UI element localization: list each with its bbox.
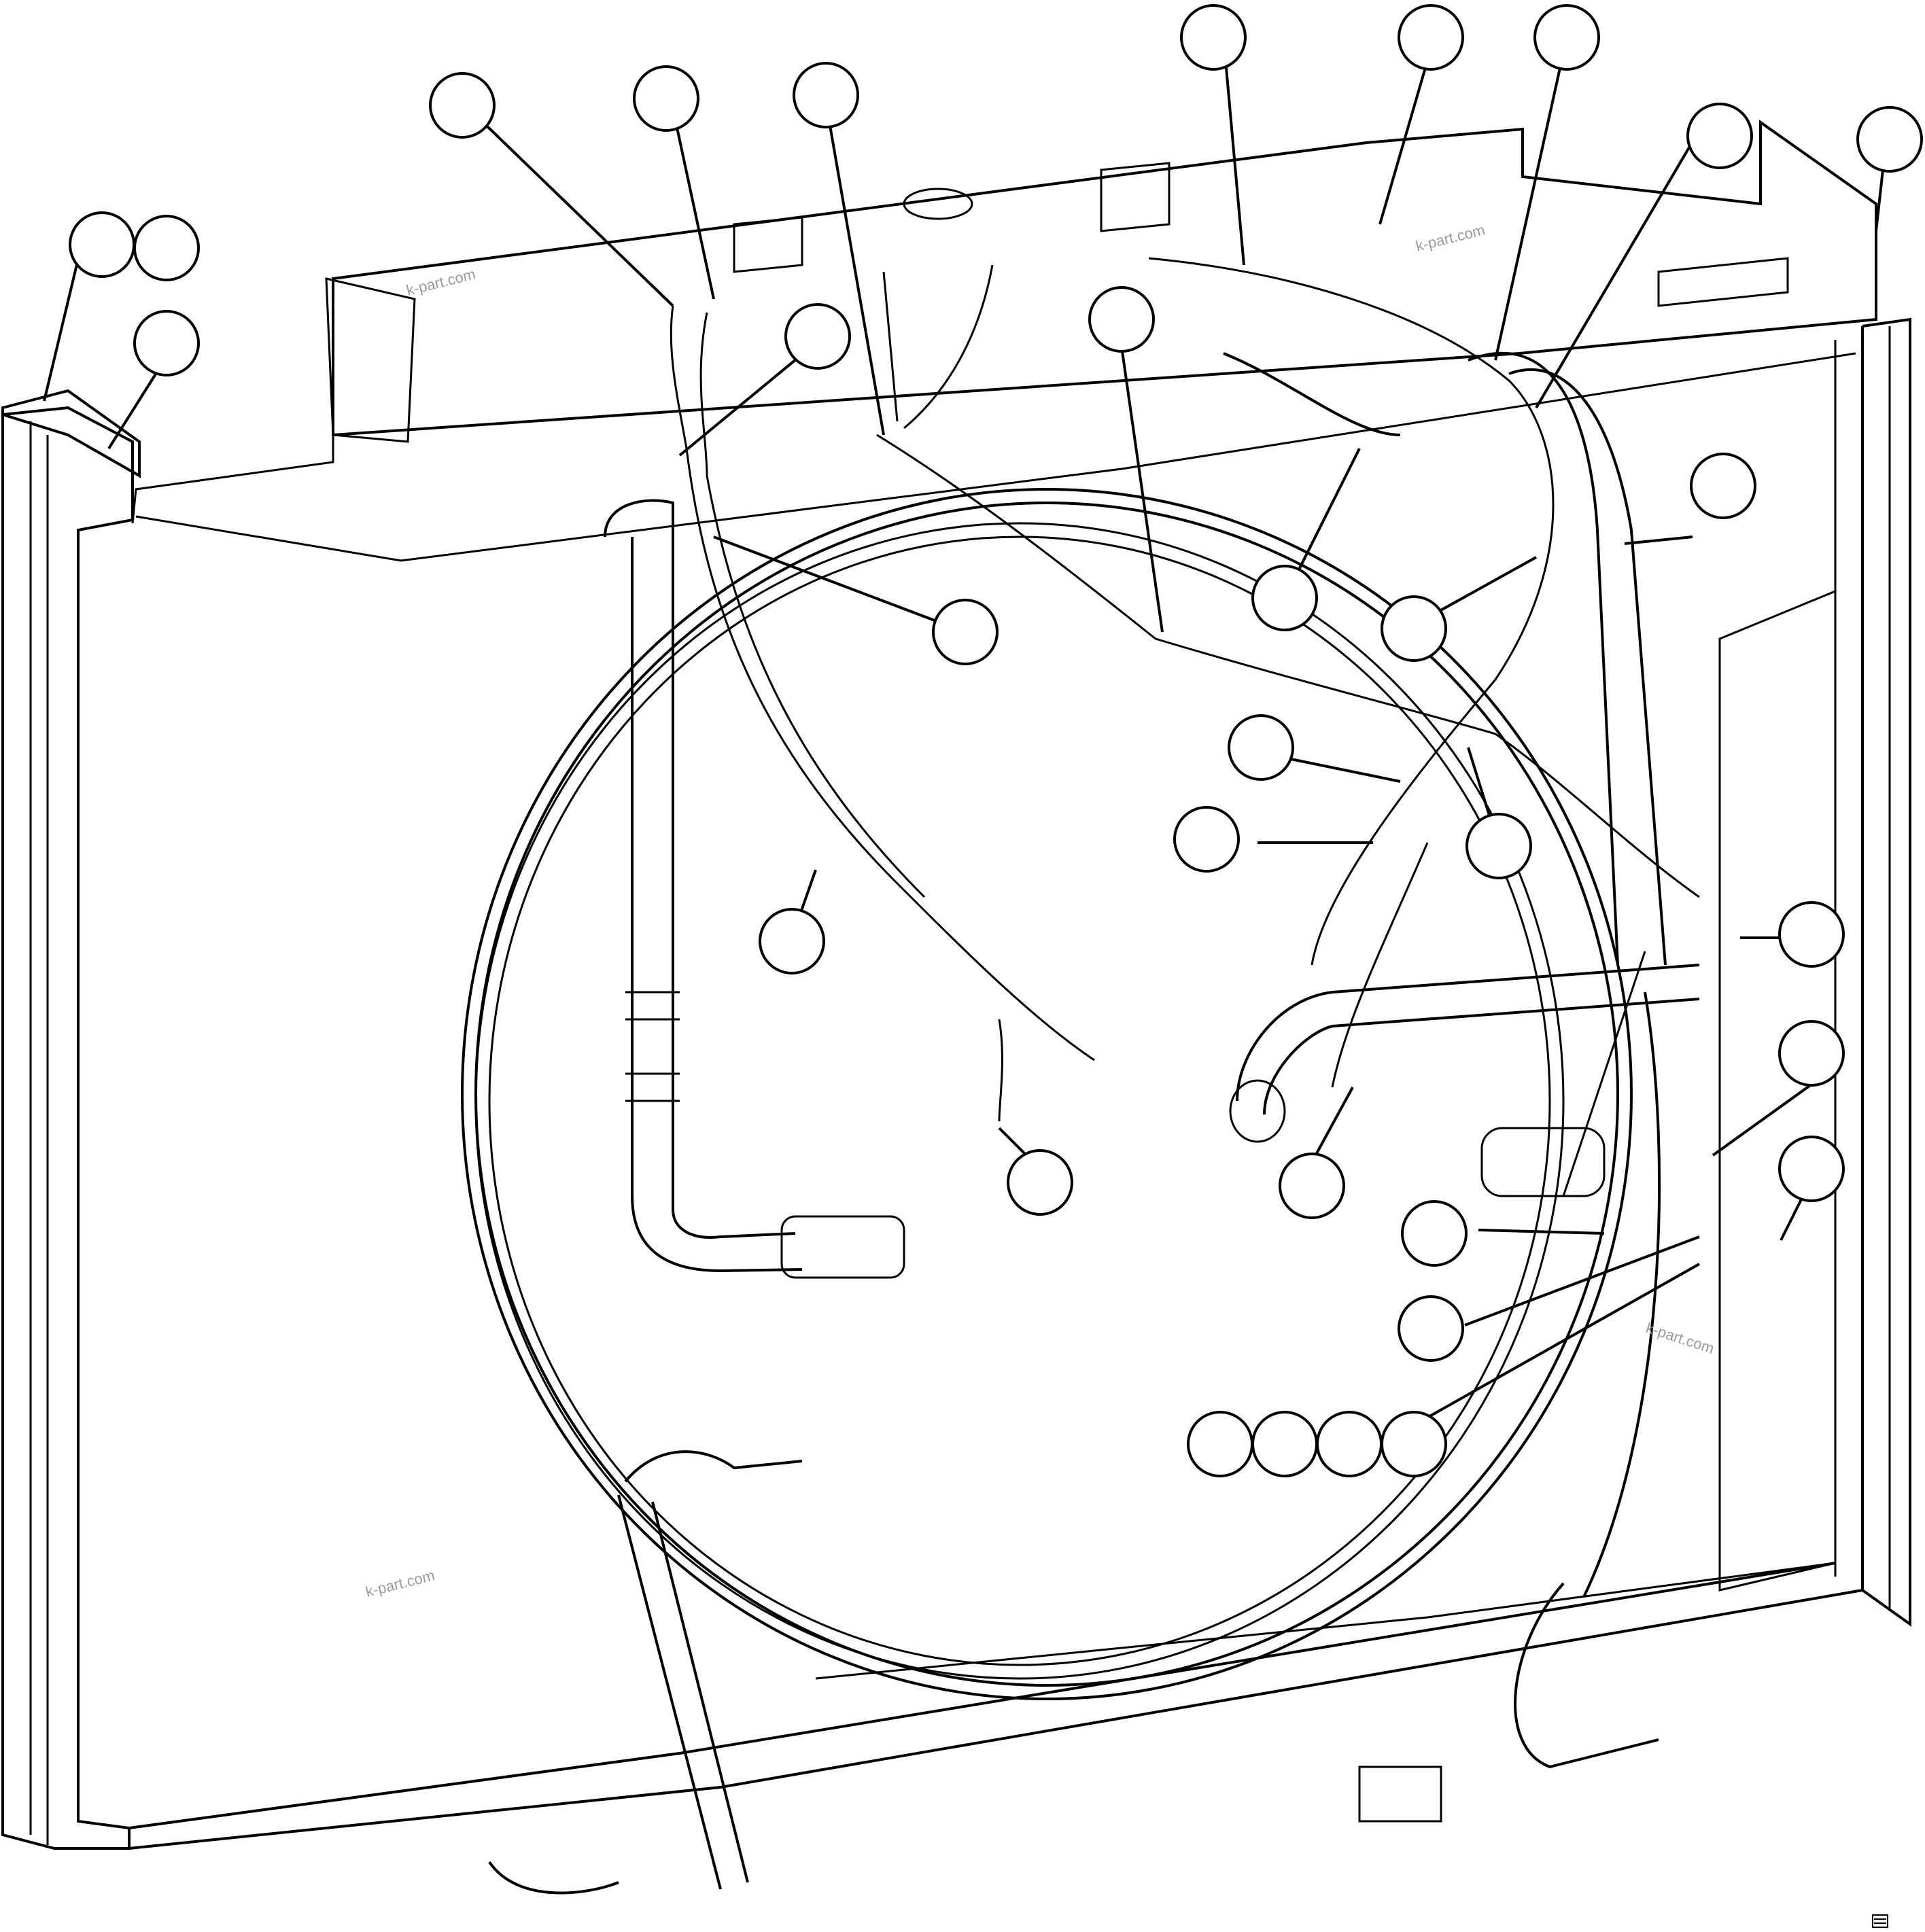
watermark-3: k-part.com: [1644, 1319, 1716, 1357]
watermark-4: k-part.com: [364, 1566, 436, 1600]
callout-balloons: [69, 4, 1923, 1477]
corner-mark: [1872, 1914, 1888, 1928]
radiator-frame: [1, 120, 1911, 1850]
watermark-2: k-part.com: [1414, 221, 1487, 254]
coolant-pipes: [488, 351, 1700, 1895]
watermark-1: k-part.com: [404, 265, 477, 298]
fan-shroud-rings: [461, 488, 1633, 1700]
wiring-harness: [670, 257, 1700, 1197]
